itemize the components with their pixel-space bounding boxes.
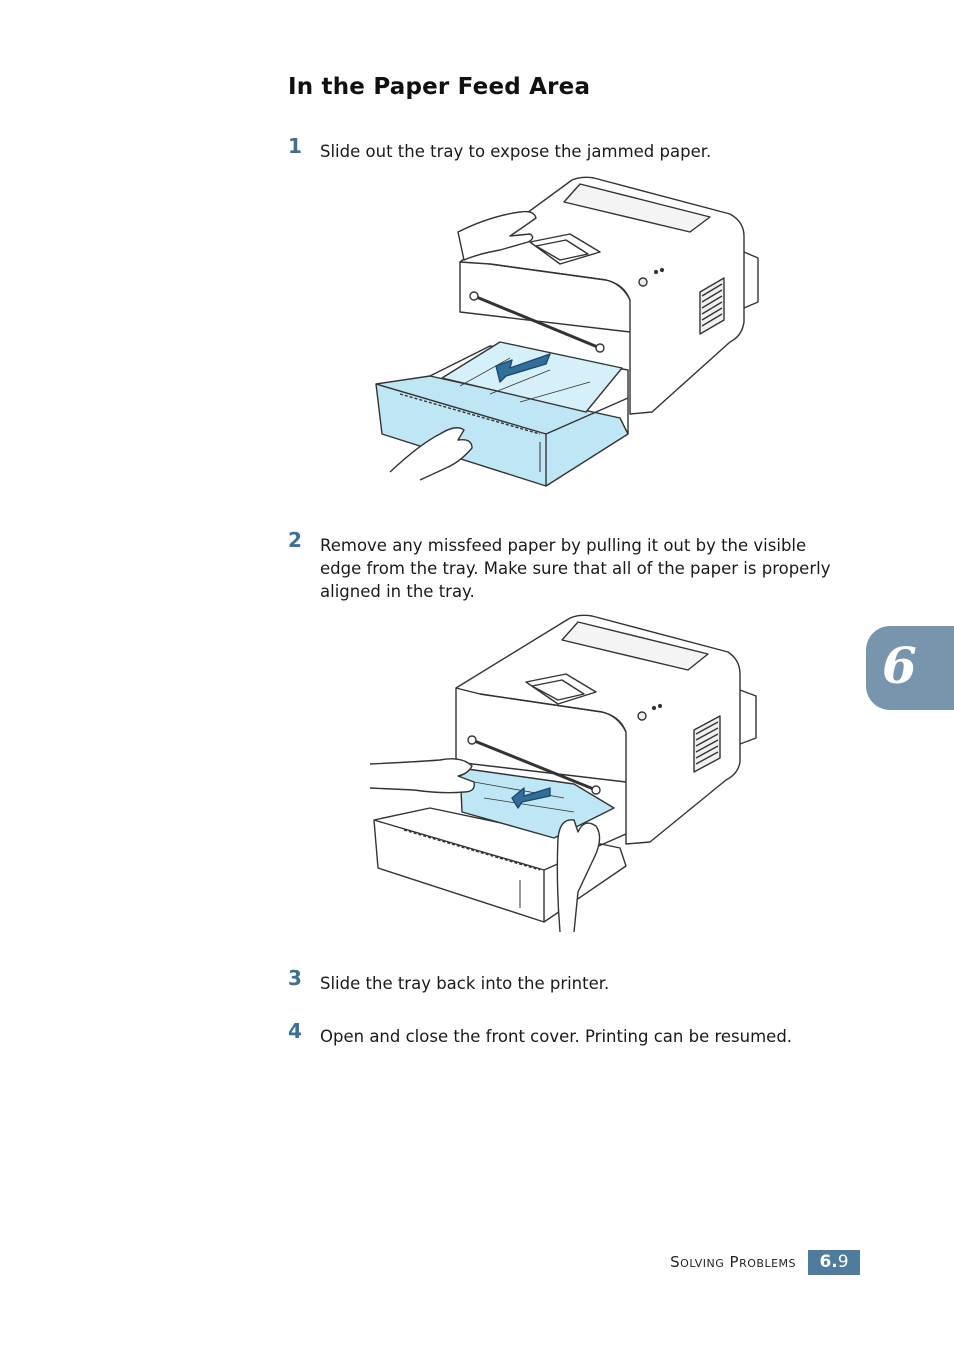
step-text: Remove any missfeed paper by pulling it … bbox=[320, 536, 831, 601]
remove-jammed-paper-illustration bbox=[369, 614, 757, 933]
footer-page-number: 6.9 bbox=[808, 1250, 860, 1275]
step-4: 4 Open and close the front cover. Printi… bbox=[288, 1019, 848, 1048]
footer-page-index: 9 bbox=[837, 1252, 849, 1272]
step-text: Slide out the tray to expose the jammed … bbox=[320, 142, 712, 161]
chapter-tab-number: 6 bbox=[882, 636, 917, 695]
footer-section-title: Solving Problems bbox=[670, 1253, 796, 1271]
step-number: 2 bbox=[288, 528, 302, 552]
printer-tray-out-illustration bbox=[375, 176, 759, 487]
step-text: Open and close the front cover. Printing… bbox=[320, 1027, 793, 1046]
step-text: Slide the tray back into the printer. bbox=[320, 974, 610, 993]
step-1: 1 Slide out the tray to expose the jamme… bbox=[288, 134, 848, 163]
footer-page-chapter: 6. bbox=[819, 1252, 838, 1272]
step-number: 1 bbox=[288, 134, 302, 158]
step-number: 3 bbox=[288, 966, 302, 990]
step-3: 3 Slide the tray back into the printer. bbox=[288, 966, 848, 995]
chapter-tab bbox=[866, 626, 954, 710]
step-2: 2 Remove any missfeed paper by pulling i… bbox=[288, 528, 848, 603]
page-title: In the Paper Feed Area bbox=[288, 74, 591, 100]
step-number: 4 bbox=[288, 1019, 302, 1043]
